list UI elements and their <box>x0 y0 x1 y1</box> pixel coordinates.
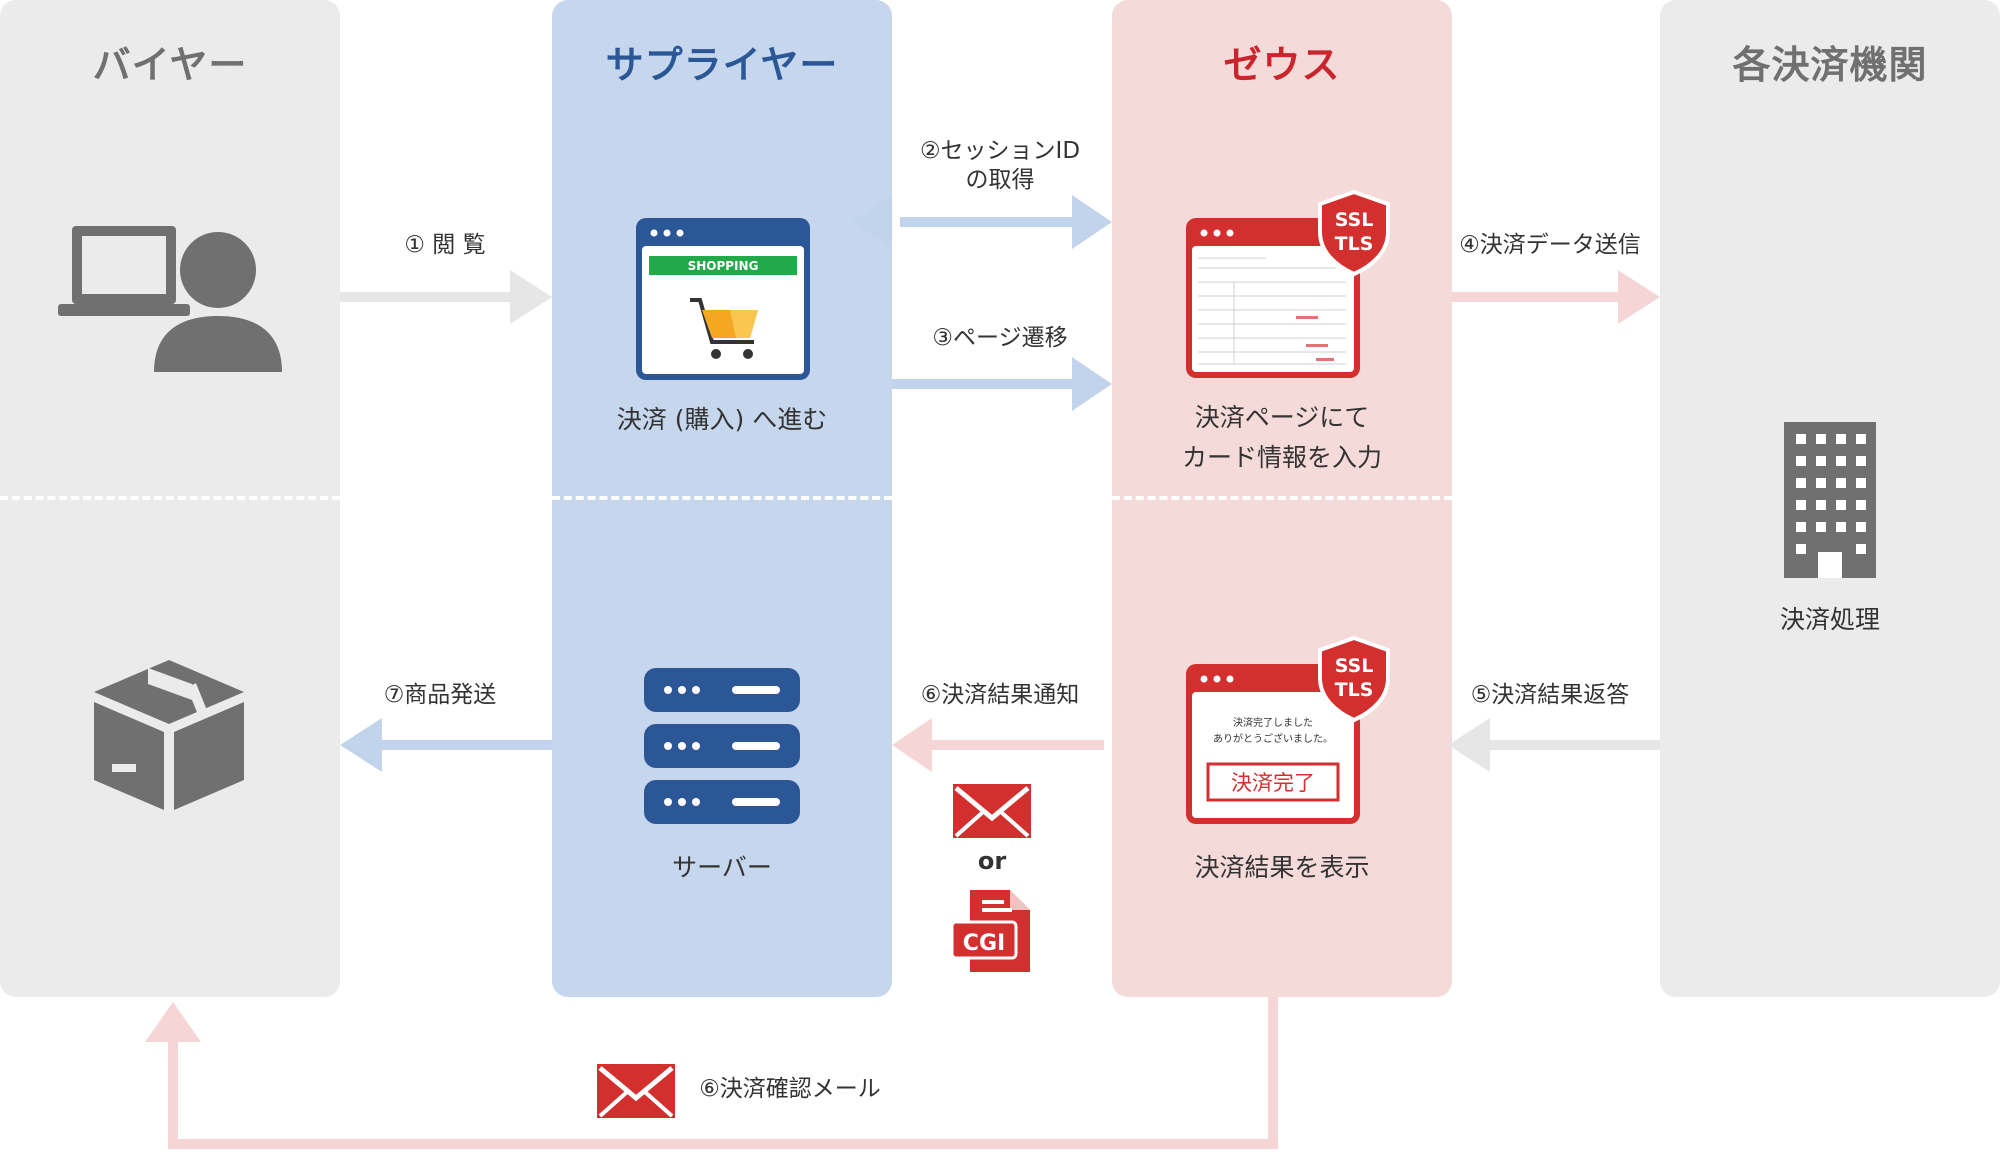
arrow-browse <box>340 270 552 324</box>
supplier-top-label: 決済 (購入) へ進む <box>616 405 828 434</box>
step-result-notify-label: ⑥決済結果通知 <box>920 682 1080 708</box>
cgi-file-icon: CGI <box>950 890 1030 972</box>
server-icon <box>644 668 800 824</box>
payment-form-window-icon <box>1186 218 1360 378</box>
building-icon <box>1784 422 1876 578</box>
cgi-text: CGI <box>963 931 1005 956</box>
ssl-shield-icon-bottom: SSL TLS <box>1318 635 1390 723</box>
cart-icon <box>690 298 758 359</box>
divider <box>552 496 892 500</box>
package-icon <box>94 660 244 810</box>
ssl-text: SSL <box>1335 209 1374 231</box>
confirmation-mail-icon <box>597 1064 675 1118</box>
ssl-shield-icon-top: SSL TLS <box>1318 189 1390 277</box>
mail-icon <box>953 784 1031 838</box>
divider <box>1112 496 1452 500</box>
arrow-session <box>852 195 1112 249</box>
step-payment-send-label: ④決済データ送信 <box>1459 232 1641 258</box>
tls-text: TLS <box>1335 233 1374 255</box>
zeus-top-label-1: 決済ページにて <box>1194 403 1370 432</box>
supplier-column: サプライヤー <box>552 0 892 997</box>
arrow-payment-send <box>1452 270 1660 324</box>
step-session-label-2: の取得 <box>965 167 1035 193</box>
tls-text: TLS <box>1335 679 1374 701</box>
arrow-shipping <box>340 718 552 772</box>
arrow-page-transition <box>892 357 1112 411</box>
server-label: サーバー <box>672 853 772 882</box>
institution-label: 決済処理 <box>1779 605 1880 634</box>
zeus-title: ゼウス <box>1223 43 1341 87</box>
or-label: or <box>977 847 1007 875</box>
complete-message-line1: 決済完了しました <box>1233 716 1313 729</box>
divider <box>0 496 340 500</box>
ssl-text: SSL <box>1335 655 1374 677</box>
zeus-column: ゼウス <box>1112 0 1452 997</box>
arrow-result-reply <box>1448 718 1660 772</box>
complete-message-line2: ありがとうございました。 <box>1213 732 1333 745</box>
institution-title: 各決済機関 <box>1732 43 1928 87</box>
payment-complete-window-icon: 決済完了しました ありがとうございました。 決済完了 <box>1186 664 1360 824</box>
step-page-transition-label: ③ページ遷移 <box>932 325 1068 351</box>
shopping-window-icon: SHOPPING <box>636 218 810 380</box>
buyer-title: バイヤー <box>92 43 248 87</box>
step-confirmation-mail-label: ⑥決済確認メール <box>699 1076 881 1102</box>
step-browse-label: ① 閲 覧 <box>404 232 486 258</box>
complete-button-text: 決済完了 <box>1231 771 1315 795</box>
step-shipping-label: ⑦商品発送 <box>383 682 497 708</box>
step-session-label-1: ②セッションID <box>919 138 1081 164</box>
step-result-reply-label: ⑤決済結果返答 <box>1470 682 1630 708</box>
user-laptop-icon <box>58 226 282 372</box>
shopping-banner-text: SHOPPING <box>688 259 759 273</box>
zeus-top-label-2: カード情報を入力 <box>1181 443 1382 472</box>
buyer-column: バイヤー <box>0 0 340 997</box>
arrow-result-notify <box>892 718 1104 772</box>
arrow-confirmation-mail <box>145 997 1278 1149</box>
zeus-bottom-label: 決済結果を表示 <box>1194 853 1370 882</box>
supplier-title: サプライヤー <box>605 43 839 87</box>
